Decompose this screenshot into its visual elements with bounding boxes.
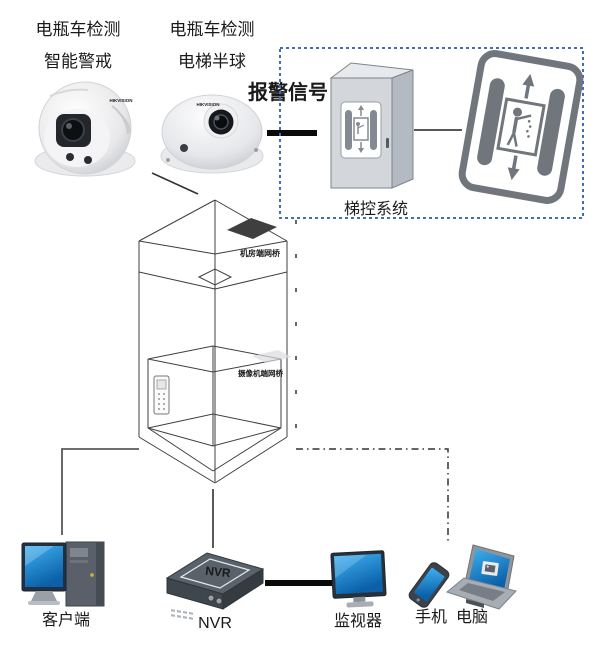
laptop-caption: 电脑 bbox=[456, 608, 488, 626]
turret-alarm-light bbox=[84, 156, 92, 164]
elevator-control-system-label: 梯控系统 bbox=[344, 200, 408, 218]
client-caption: 客户端 bbox=[42, 611, 90, 629]
camera-to-shaft-connector bbox=[151, 172, 199, 195]
client-monitor bbox=[21, 542, 67, 605]
elevator-sign bbox=[458, 50, 584, 204]
phone-image bbox=[408, 562, 450, 608]
monitor-image bbox=[330, 550, 387, 608]
turret-camera-image: HIKVISION bbox=[34, 81, 136, 177]
client-computer-image bbox=[21, 541, 105, 607]
alarm-signal-label: 报警信号 bbox=[248, 80, 328, 104]
elevator-control-cabinet bbox=[329, 62, 414, 189]
nvr-device-image: NVR bbox=[165, 552, 265, 620]
camera1-label-line2: 智能警戒 bbox=[44, 52, 112, 71]
dome-brand-logo: HIKVISION bbox=[196, 102, 219, 107]
camera-end-bridge-label: 摄像机端网桥 bbox=[238, 368, 283, 378]
camera1-label-line1: 电瓶车检测 bbox=[36, 20, 121, 39]
machine-room-bridge-device bbox=[227, 218, 277, 239]
camera-end-bridge-device bbox=[252, 350, 292, 363]
laptop-screen-photo-icon bbox=[481, 561, 499, 576]
dome-lens bbox=[208, 109, 234, 135]
elevator-sign-person bbox=[506, 107, 532, 147]
dome-mic bbox=[180, 144, 188, 152]
machine-room-bridge-label: 机房端网桥 bbox=[240, 248, 281, 258]
dashed-boundary-box bbox=[279, 47, 584, 219]
monitor-caption: 监视器 bbox=[334, 612, 382, 630]
turret-ir-sensor bbox=[66, 153, 74, 161]
cabinet-handle bbox=[386, 138, 389, 148]
dash-dot-connector-to-mobile bbox=[296, 448, 449, 541]
elevator-shaft-wireframe bbox=[138, 199, 288, 484]
camera2-label-line2: 电梯半球 bbox=[178, 52, 246, 71]
mini-dome-camera-image: HIKVISION bbox=[160, 94, 264, 174]
nvr-caption: NVR bbox=[198, 615, 232, 632]
turret-lens bbox=[56, 114, 91, 147]
cabinet-elevator-decal bbox=[340, 101, 382, 159]
shaft-to-client-connector bbox=[61, 448, 139, 535]
elevator-control-system-group: 梯控系统 bbox=[279, 47, 584, 219]
camera-labels: 电瓶车检测 智能警戒 电瓶车检测 电梯半球 bbox=[36, 20, 255, 71]
laptop-image bbox=[445, 544, 517, 610]
camera2-label-line1: 电瓶车检测 bbox=[170, 20, 255, 39]
phone-caption: 手机 bbox=[415, 608, 447, 626]
nvr-badge-label: NVR bbox=[205, 564, 232, 581]
car-button-panel bbox=[153, 375, 170, 415]
turret-brand-logo: HIKVISION bbox=[109, 98, 132, 103]
